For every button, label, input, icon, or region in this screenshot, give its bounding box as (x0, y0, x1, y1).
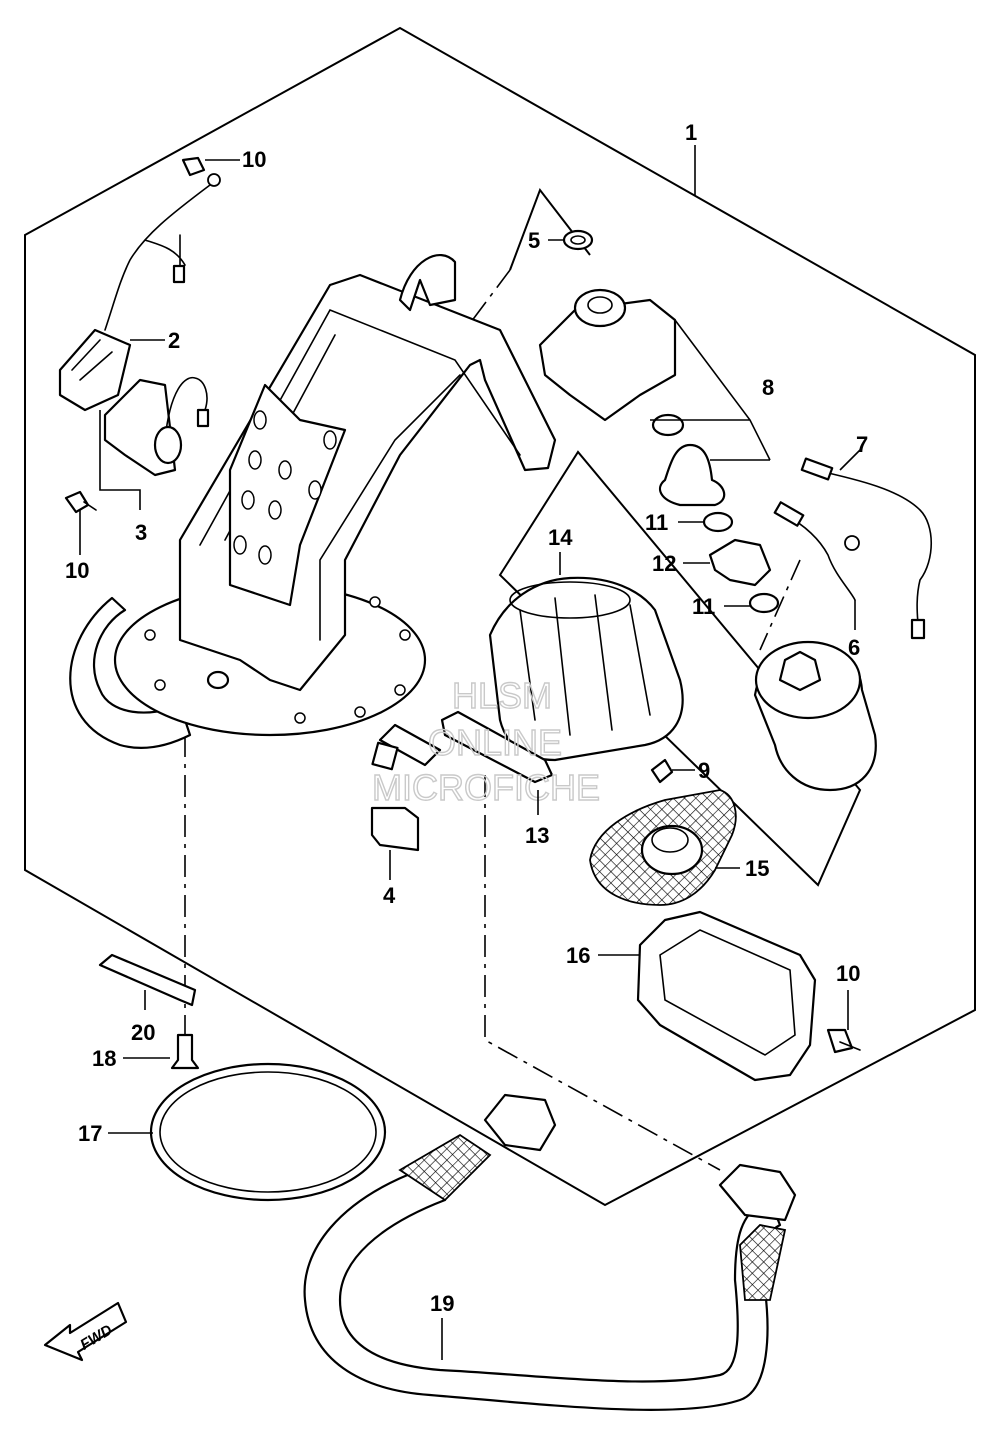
pump-cover-top (509, 581, 631, 619)
callout-5: 5 (528, 228, 540, 253)
pump-lead-wire (814, 469, 933, 626)
outer-fuel-hose (303, 1168, 782, 1411)
harness-terminal (172, 264, 186, 284)
harness-connector (58, 328, 132, 412)
hose-braid-left (398, 1133, 492, 1202)
pump-clip (440, 710, 554, 784)
pump-lead-terminal-bottom (910, 618, 926, 640)
bolt-10-right (826, 1028, 861, 1054)
pump-holder (636, 910, 817, 1082)
bracket-holes (233, 410, 337, 565)
callout-7: 7 (856, 432, 868, 457)
sensor-lead (164, 376, 208, 441)
callout-3: 3 (135, 520, 147, 545)
fuel-outlet-nipple (378, 723, 442, 767)
callout-11-top: 11 (645, 510, 668, 535)
pump-subgroup-frame (498, 450, 862, 887)
sensor-terminal (196, 408, 210, 428)
regulator-port-inner (587, 296, 613, 314)
pump-holder-inner (659, 929, 796, 1056)
harness-eyelet (207, 173, 221, 187)
watermark-line-1: HLSM (452, 675, 552, 716)
flange-cap (206, 670, 230, 690)
callout-6: 6 (848, 635, 860, 660)
callout-19: 19 (430, 1291, 454, 1316)
callout-8: 8 (762, 375, 774, 400)
regulator-port (573, 288, 627, 328)
pump-filter-inlet-inner (651, 827, 689, 853)
harness-connector-body (71, 339, 113, 381)
callout-10-right: 10 (836, 961, 860, 986)
fwd-arrow-icon: FWD (43, 1301, 128, 1362)
callout-1: 1 (685, 120, 697, 145)
regulator-valve (658, 443, 726, 507)
callout-10-top: 10 (242, 147, 266, 172)
alignment-line-harness (484, 775, 721, 1171)
flange-gasket (149, 1062, 387, 1202)
callout-17: 17 (78, 1121, 102, 1146)
check-valve (708, 538, 772, 587)
callout-2: 2 (168, 328, 180, 353)
o-ring-11-bottom (748, 592, 780, 614)
assembly-frame (24, 26, 976, 1207)
pump-lead-terminal-top (800, 457, 834, 481)
callout-18: 18 (92, 1046, 116, 1071)
clamp-bracket (98, 953, 197, 1007)
tab-filter (370, 806, 420, 852)
alignment-line-pump (759, 559, 801, 651)
ground-lead-terminal (773, 501, 805, 527)
callout-13: 13 (525, 823, 549, 848)
ground-lead-eyelet (844, 535, 860, 551)
callout-14: 14 (548, 525, 573, 550)
o-ring-5-inner (570, 235, 586, 245)
flange-gasket-inner (159, 1071, 377, 1193)
fuel-pump-outlet (778, 650, 822, 692)
ground-lead-wire (784, 514, 856, 601)
fuel-outlet-pipe (398, 254, 457, 312)
callout-12: 12 (652, 551, 676, 576)
callout-16: 16 (566, 943, 590, 968)
hose-connector-left (483, 1093, 557, 1152)
pump-cover-ribs (519, 594, 651, 736)
leader-lines (79, 145, 861, 1360)
sensor-cap (153, 425, 183, 465)
o-ring-11-top (702, 511, 734, 533)
watermark-line-2: ONLINE (428, 722, 562, 763)
sensor-clip (371, 741, 399, 771)
callout-11-bottom: 11 (692, 594, 715, 619)
bolt-10-top (181, 156, 206, 177)
hose-connector-right (718, 1163, 797, 1222)
o-ring-5 (562, 229, 594, 251)
spacer-9 (650, 758, 674, 784)
harness-wire (104, 184, 211, 331)
bracket-side-panel (228, 383, 347, 607)
callout-20: 20 (131, 1020, 155, 1045)
callout-10-left: 10 (65, 558, 89, 583)
callout-4: 4 (383, 883, 396, 908)
callout-9: 9 (698, 758, 710, 783)
pump-filter-inlet (640, 824, 704, 876)
bolt-10-left (64, 490, 97, 514)
watermark-line-3: MICROFICHE (372, 767, 600, 808)
return-hose (69, 596, 192, 749)
o-ring-8 (651, 413, 685, 437)
screw-18 (170, 1033, 200, 1070)
hose-braid-right (739, 1224, 787, 1301)
callout-15: 15 (745, 856, 769, 881)
